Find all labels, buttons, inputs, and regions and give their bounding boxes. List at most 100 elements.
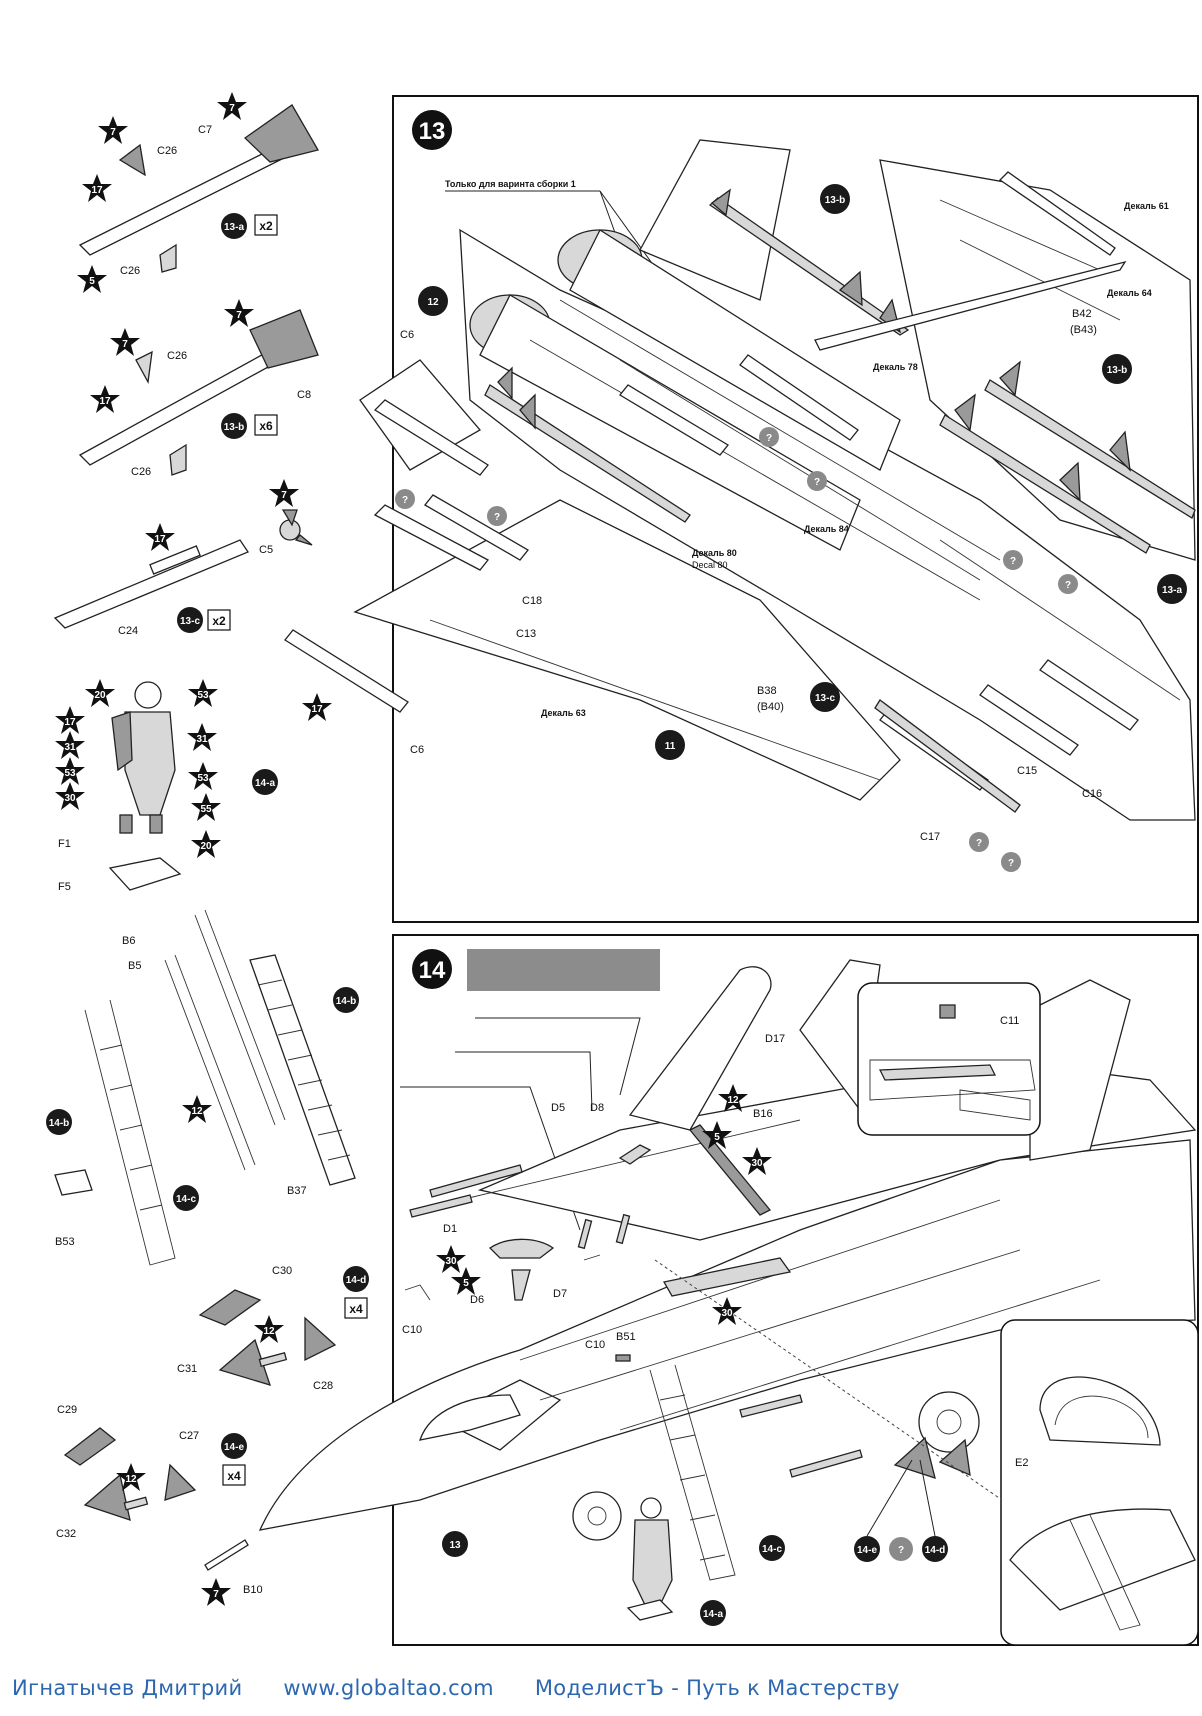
label-C31: C31 [177,1363,197,1375]
svg-text:?: ? [1008,858,1014,869]
label-D1: D1 [443,1223,457,1235]
missile-13b-c8 [78,309,319,476]
qty-14d: x4 [349,1302,363,1316]
step-14-title-bar [467,949,660,991]
svg-text:?: ? [976,838,982,849]
svg-text:30: 30 [64,793,76,804]
paint-17-c: 17 [145,523,175,551]
qty-14e: x4 [227,1469,241,1483]
missile-13a-c7 [78,104,319,273]
label-E2: E2 [1015,1457,1028,1469]
badge-12: 12 [418,286,448,316]
paint-53-b: 53 [55,757,85,785]
svg-text:12: 12 [427,297,439,308]
label-D8: D8 [590,1102,604,1114]
label-B6: B6 [122,935,135,947]
label-C7: C7 [198,124,212,136]
svg-text:17: 17 [99,396,111,407]
svg-text:13: 13 [419,118,446,145]
svg-text:14-b: 14-b [49,1118,70,1129]
svg-text:14-e: 14-e [857,1545,877,1556]
badge-14b-a: 14-b [333,987,359,1013]
paint-55: 55 [191,793,221,821]
paint-20-b: 20 [191,830,221,858]
svg-text:?: ? [402,495,408,506]
label-D6: D6 [470,1294,484,1306]
paint-31-b: 31 [187,723,217,751]
paint-12-e: 12 [116,1463,146,1491]
svg-text:20: 20 [200,841,212,852]
svg-text:17: 17 [311,704,323,715]
paint-12-ladder: 12 [182,1095,212,1123]
svg-text:13: 13 [449,1540,461,1551]
pilot-figure [108,681,182,891]
svg-text:31: 31 [196,734,208,745]
svg-text:?: ? [766,433,772,444]
decal-61-pod [998,171,1116,256]
svg-text:7: 7 [122,339,128,350]
svg-text:13-c: 13-c [815,693,835,704]
pilot-standing [626,1497,674,1621]
label-B38: B38 [757,685,777,697]
svg-text:14-b: 14-b [336,996,357,1007]
label-B42: B42 [1072,308,1092,320]
footer-slogan: МоделистЪ - Путь к Мастерству [534,1676,900,1700]
canopy-d17 [628,966,772,1131]
svg-text:?: ? [1065,580,1071,591]
wheel-cover-installed [893,1436,971,1479]
svg-text:53: 53 [64,768,76,779]
svg-text:53: 53 [197,773,209,784]
paint-12-canopy: 12 [718,1084,748,1112]
svg-text:14-a: 14-a [255,778,275,789]
label-C16: C16 [1082,788,1102,800]
svg-text:17: 17 [64,717,76,728]
paint-7-probe: 7 [201,1578,231,1606]
svg-text:5: 5 [89,276,95,287]
qty-13b: x6 [259,419,273,433]
svg-text:12: 12 [263,1326,275,1337]
svg-text:30: 30 [721,1308,733,1319]
svg-text:7: 7 [110,127,116,138]
paint-5-b16: 5 [702,1121,732,1149]
svg-text:30: 30 [445,1256,457,1267]
decal-80-en: Decal 80 [692,560,728,570]
svg-text:55: 55 [200,804,212,815]
badge-13a-right: 13-a [1157,574,1187,604]
badge-14a-left: 14-a [252,769,278,795]
svg-text:14-c: 14-c [176,1194,196,1205]
footer-site-link[interactable]: www.globaltao.com [283,1676,494,1700]
paint-17-step13: 17 [302,693,332,721]
label-F1: F1 [58,838,71,850]
missile-13b-right-2 [939,393,1151,554]
badge-14e-installed: 14-e [854,1536,880,1562]
label-C11: C11 [1000,1015,1019,1027]
svg-text:30: 30 [751,1158,763,1169]
svg-text:13-b: 13-b [1107,365,1128,376]
badge-13-aircraft: 13 [442,1531,468,1557]
label-D7: D7 [553,1288,567,1300]
svg-text:7: 7 [213,1589,219,1600]
svg-text:13-b: 13-b [825,195,846,206]
label-C30: C30 [272,1265,292,1277]
decal-84: Декаль 84 [804,524,849,534]
paint-7-b2: 7 [110,328,140,356]
paint-31-a: 31 [55,731,85,759]
ladder-14b [54,909,356,1266]
svg-text:12: 12 [125,1474,137,1485]
wheel-covers-14d [198,1289,337,1386]
decal-80: Декаль 80 [692,548,737,558]
label-B51: B51 [616,1331,636,1343]
paint-20-a: 20 [85,679,115,707]
svg-text:53: 53 [197,690,209,701]
paint-30-d1: 30 [436,1245,466,1273]
footer-author: Игнатычев Дмитрий [12,1676,243,1700]
svg-text:13-c: 13-c [180,616,200,627]
decal-78: Декаль 78 [873,362,918,372]
paint-17-a: 17 [82,174,112,202]
missile-13c-c24 [53,509,313,629]
badge-14c-a: 14-c [173,1185,199,1211]
label-B53: B53 [55,1236,75,1248]
badge-14e-left: 14-e [221,1433,247,1459]
badge-13b-upper: 13-b [820,184,850,214]
